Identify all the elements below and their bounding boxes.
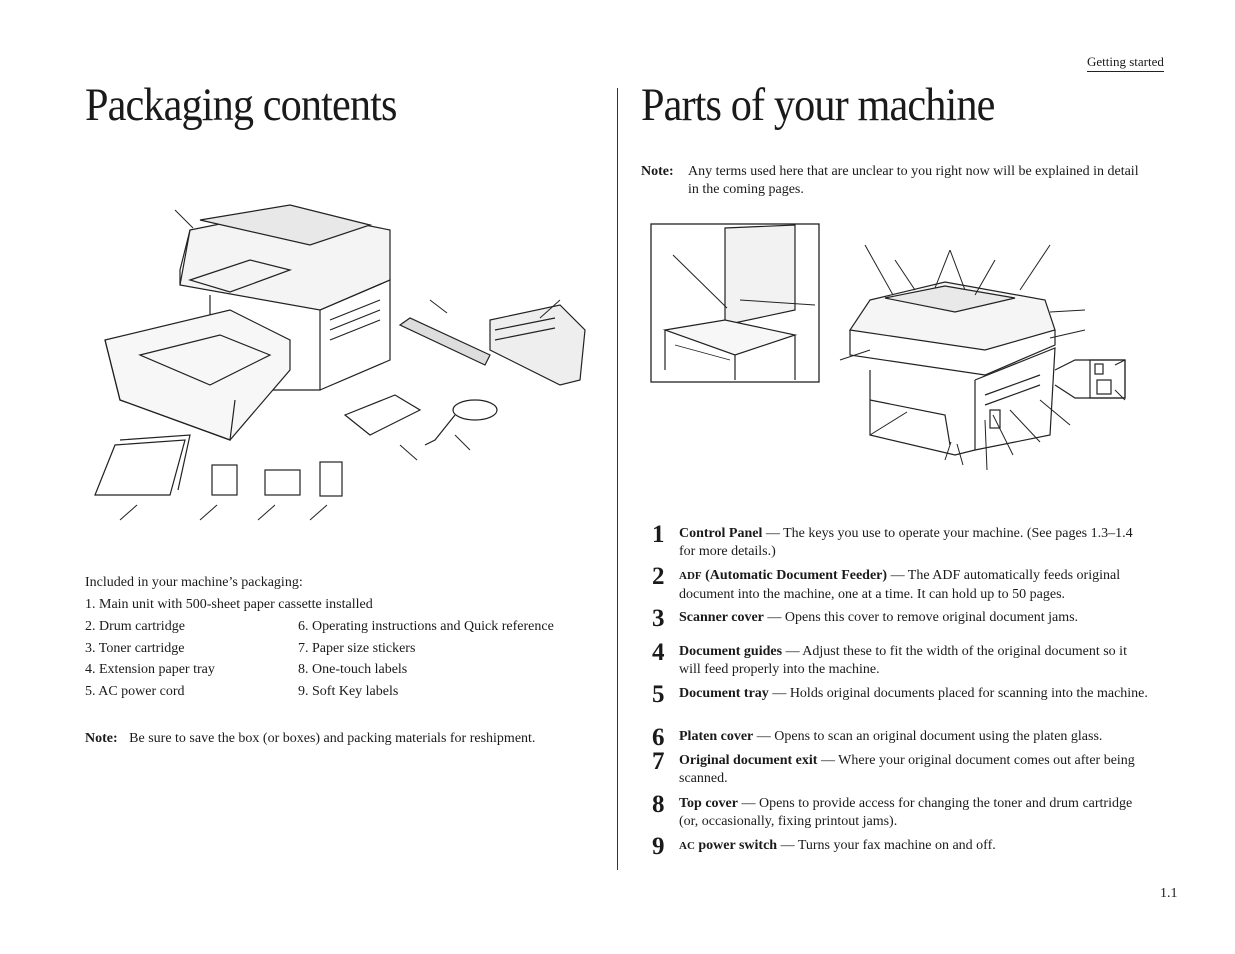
part-desc: — The keys you use to operate your machi…	[679, 526, 1133, 559]
packaging-item: 8. One-touch labels	[298, 662, 408, 677]
part-desc: — Opens this cover to remove original do…	[763, 610, 1079, 625]
drum-cartridge-drawing	[489, 304, 586, 386]
packaging-item: 5. AC power cord	[85, 683, 185, 699]
part-desc: — Where your original document comes out…	[679, 753, 1135, 786]
packaging-item: 9. Soft Key labels	[298, 683, 399, 699]
part-desc: — The ADF automatically feeds original d…	[679, 568, 1121, 602]
part-desc: — Adjust these to fit the width of the o…	[679, 644, 1127, 677]
column-divider	[617, 88, 618, 870]
part-desc: — Turns your fax machine on and off.	[777, 838, 996, 853]
leader-lines	[119, 209, 561, 521]
part-number: 4	[652, 639, 665, 666]
part-number: 2	[652, 563, 665, 590]
packaging-item: 2. Drum cartridge	[85, 619, 185, 634]
power-cord-drawing	[424, 399, 498, 446]
note-text: Be sure to save the box (or boxes) and p…	[129, 731, 536, 746]
part-number: 6	[652, 724, 665, 751]
part-number: 7	[652, 748, 665, 775]
packaging-item: 1. Main unit with 500-sheet paper casset…	[85, 597, 373, 612]
packaging-item: 7. Paper size stickers	[298, 640, 416, 656]
packaging-item: 3. Toner cartridge	[85, 640, 185, 656]
part-number: 5	[652, 681, 665, 708]
part-prefix: AC	[679, 840, 695, 852]
toner-cartridge-drawing	[398, 317, 491, 366]
power-switch-inset	[1054, 359, 1126, 399]
packaging-list-col2: 6. Operating instructions and Quick refe…	[298, 616, 554, 702]
main-unit-drawing	[104, 204, 391, 441]
packaging-item: 4. Extension paper tray	[85, 662, 215, 677]
part-name: Control Panel	[679, 526, 763, 541]
part-name: (Automatic Document Feeder)	[701, 568, 888, 583]
parts-note-label: Note:	[641, 163, 687, 181]
part-name: Platen cover	[679, 729, 754, 744]
leader-lines	[672, 244, 1126, 471]
packaging-illustration	[94, 204, 586, 521]
part-name: Top cover	[679, 796, 738, 811]
part-name: Original document exit	[679, 753, 818, 768]
part-number: 3	[652, 605, 665, 632]
part-desc: — Holds original documents placed for sc…	[768, 686, 1148, 701]
part-desc: — Opens to scan an original document usi…	[753, 729, 1103, 744]
part-name: Document tray	[679, 686, 769, 701]
part-prefix: ADF	[679, 570, 702, 582]
parts-title: Parts of your machine	[641, 79, 995, 131]
packaging-intro: Included in your machine’s packaging:	[85, 575, 303, 590]
parts-illustration	[650, 223, 1126, 471]
packaging-list-col1: 2. Drum cartridge 3. Toner cartridge 4. …	[85, 616, 215, 702]
part-number: 1	[652, 521, 665, 548]
packaging-item: 6. Operating instructions and Quick refe…	[298, 619, 554, 634]
part-name: power switch	[694, 838, 778, 853]
packaging-title: Packaging contents	[85, 79, 397, 131]
part-name: Scanner cover	[679, 610, 764, 625]
page-number: 1.1	[1160, 886, 1178, 901]
part-desc: — Opens to provide access for changing t…	[679, 796, 1133, 829]
note-label: Note:	[641, 164, 674, 179]
part-name: Document guides	[679, 644, 783, 659]
packaging-note: Note: Be sure to save the box (or boxes)…	[85, 728, 535, 750]
extension-tray-drawing	[343, 394, 422, 436]
section-header: Getting started	[1087, 54, 1164, 72]
note-label: Note:	[85, 731, 118, 746]
platen-inset-drawing	[650, 223, 820, 383]
fax-machine-drawing	[848, 281, 1056, 456]
part-number: 8	[652, 791, 665, 818]
parts-note-text: Any terms used here that are unclear to …	[688, 164, 1139, 197]
manuals-drawing	[94, 434, 343, 497]
part-number: 9	[652, 833, 665, 860]
